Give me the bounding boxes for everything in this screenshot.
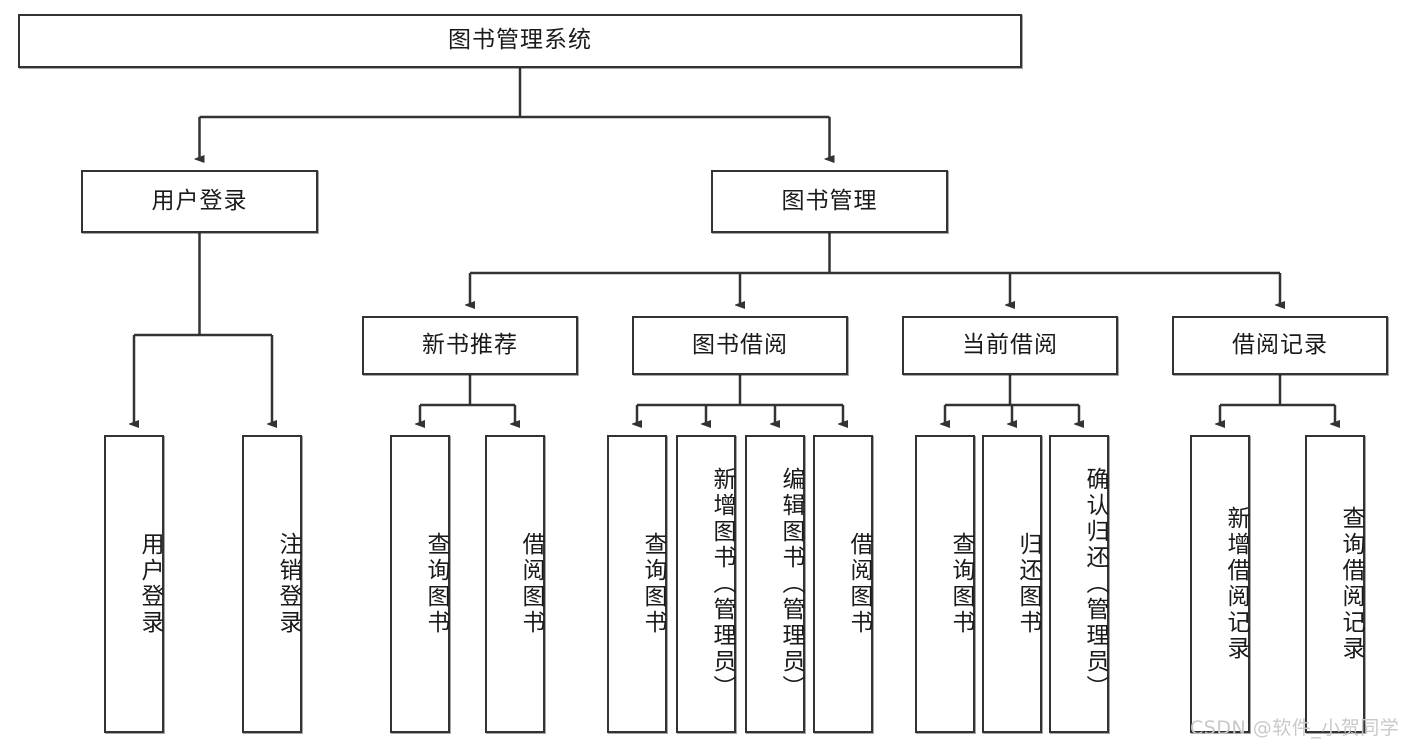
node-current[interactable]: 当前借阅 xyxy=(902,316,1118,375)
node-l2[interactable]: 注销登录 xyxy=(242,435,302,733)
node-bookmgmt[interactable]: 图书管理 xyxy=(711,170,948,233)
node-l1[interactable]: 用户登录 xyxy=(104,435,164,733)
node-l6[interactable]: 新增图书（管理员） xyxy=(676,435,736,733)
node-borrow[interactable]: 图书借阅 xyxy=(632,316,848,375)
node-l3[interactable]: 查询图书 xyxy=(390,435,450,733)
node-newbook[interactable]: 新书推荐 xyxy=(362,316,578,375)
node-root[interactable]: 图书管理系统 xyxy=(18,14,1022,68)
node-l10[interactable]: 归还图书 xyxy=(982,435,1042,733)
node-l4[interactable]: 借阅图书 xyxy=(485,435,545,733)
node-l9[interactable]: 查询图书 xyxy=(915,435,975,733)
node-l11[interactable]: 确认归还（管理员） xyxy=(1049,435,1109,733)
node-l5[interactable]: 查询图书 xyxy=(607,435,667,733)
node-l12[interactable]: 新增借阅记录 xyxy=(1190,435,1250,733)
node-l8[interactable]: 借阅图书 xyxy=(813,435,873,733)
node-records[interactable]: 借阅记录 xyxy=(1172,316,1388,375)
node-login[interactable]: 用户登录 xyxy=(81,170,318,233)
watermark-label: CSDN @软件_小贺同学 xyxy=(1190,717,1400,739)
node-l7[interactable]: 编辑图书（管理员） xyxy=(745,435,805,733)
node-l13[interactable]: 查询借阅记录 xyxy=(1305,435,1365,733)
